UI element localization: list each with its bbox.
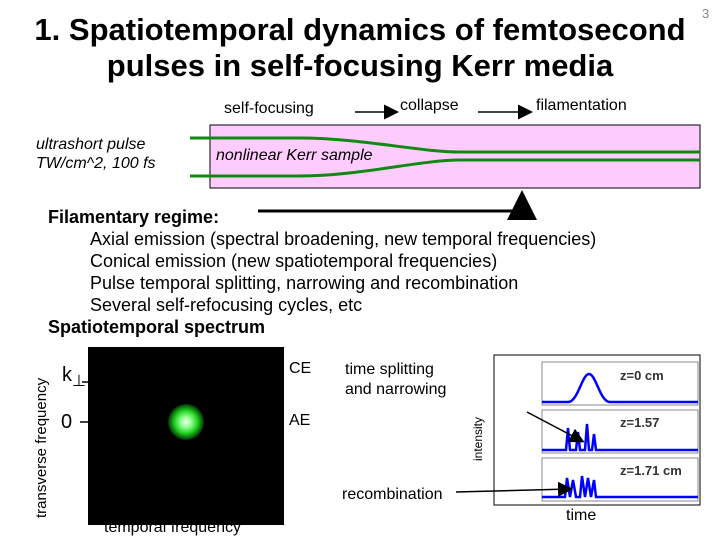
spectrum-axial-spot bbox=[168, 404, 204, 440]
omega0-subscript: 0 bbox=[195, 506, 206, 525]
pulse-parameters: TW/cm^2, 100 fs bbox=[36, 155, 156, 172]
arrow-to-split-pulse bbox=[526, 411, 585, 443]
k-symbol: k bbox=[62, 364, 72, 386]
page-number: 3 bbox=[702, 6, 710, 21]
plot-label-z171: z=1.71 cm bbox=[620, 463, 682, 478]
regime-item-splitting: Pulse temporal splitting, narrowing and … bbox=[90, 273, 519, 293]
omega0-symbol: ω bbox=[178, 496, 196, 521]
spectrum-heading: Spatiotemporal spectrum bbox=[48, 317, 266, 337]
time-xlabel: time bbox=[566, 507, 597, 524]
time-splitting-label-1: time splitting bbox=[345, 361, 434, 378]
time-splitting-label-2: and narrowing bbox=[345, 381, 447, 398]
stage-collapse: collapse bbox=[400, 97, 459, 114]
trace-z0 bbox=[542, 372, 698, 404]
trace-z171 bbox=[542, 475, 698, 499]
title-line-2: pulses in self-focusing Kerr media bbox=[106, 48, 614, 83]
beam-lower bbox=[190, 158, 700, 178]
regime-item-axial: Axial emission (spectral broadening, new… bbox=[90, 229, 597, 249]
plot-label-z0: z=0 cm bbox=[620, 368, 664, 383]
spectrum-xlabel: temporal frequency bbox=[104, 519, 241, 536]
ae-label: AE bbox=[289, 412, 311, 429]
omega-label: ω bbox=[243, 496, 261, 521]
recombination-label: recombination bbox=[342, 486, 443, 503]
stage-filamentation: filamentation bbox=[536, 97, 627, 114]
k-perp-label: k⊥ bbox=[62, 364, 86, 391]
regime-heading: Filamentary regime: bbox=[48, 207, 220, 227]
zero-label: 0 bbox=[61, 411, 73, 433]
omega0-label: ω0 bbox=[178, 496, 206, 524]
pulse-label: ultrashort pulse bbox=[36, 136, 146, 153]
sample-label: nonlinear Kerr sample bbox=[216, 147, 373, 164]
perp-symbol: ⊥ bbox=[72, 373, 86, 390]
title-line-1: 1. Spatiotemporal dynamics of femtosecon… bbox=[34, 12, 686, 47]
regime-text: Filamentary regime: Axial emission (spec… bbox=[48, 206, 596, 338]
arrow-to-recombined-pulse bbox=[455, 481, 573, 497]
beam-upper bbox=[190, 136, 700, 154]
regime-item-conical: Conical emission (new spatiotemporal fre… bbox=[90, 251, 498, 271]
regime-item-refocusing: Several self-refocusing cycles, etc bbox=[90, 295, 363, 315]
ce-label: CE bbox=[289, 360, 312, 377]
plot-box-1 bbox=[541, 361, 699, 406]
stage-self-focusing: self-focusing bbox=[224, 100, 314, 117]
slide-title: 1. Spatiotemporal dynamics of femtosecon… bbox=[0, 12, 720, 84]
plot-label-z157: z=1.57 bbox=[620, 415, 660, 430]
